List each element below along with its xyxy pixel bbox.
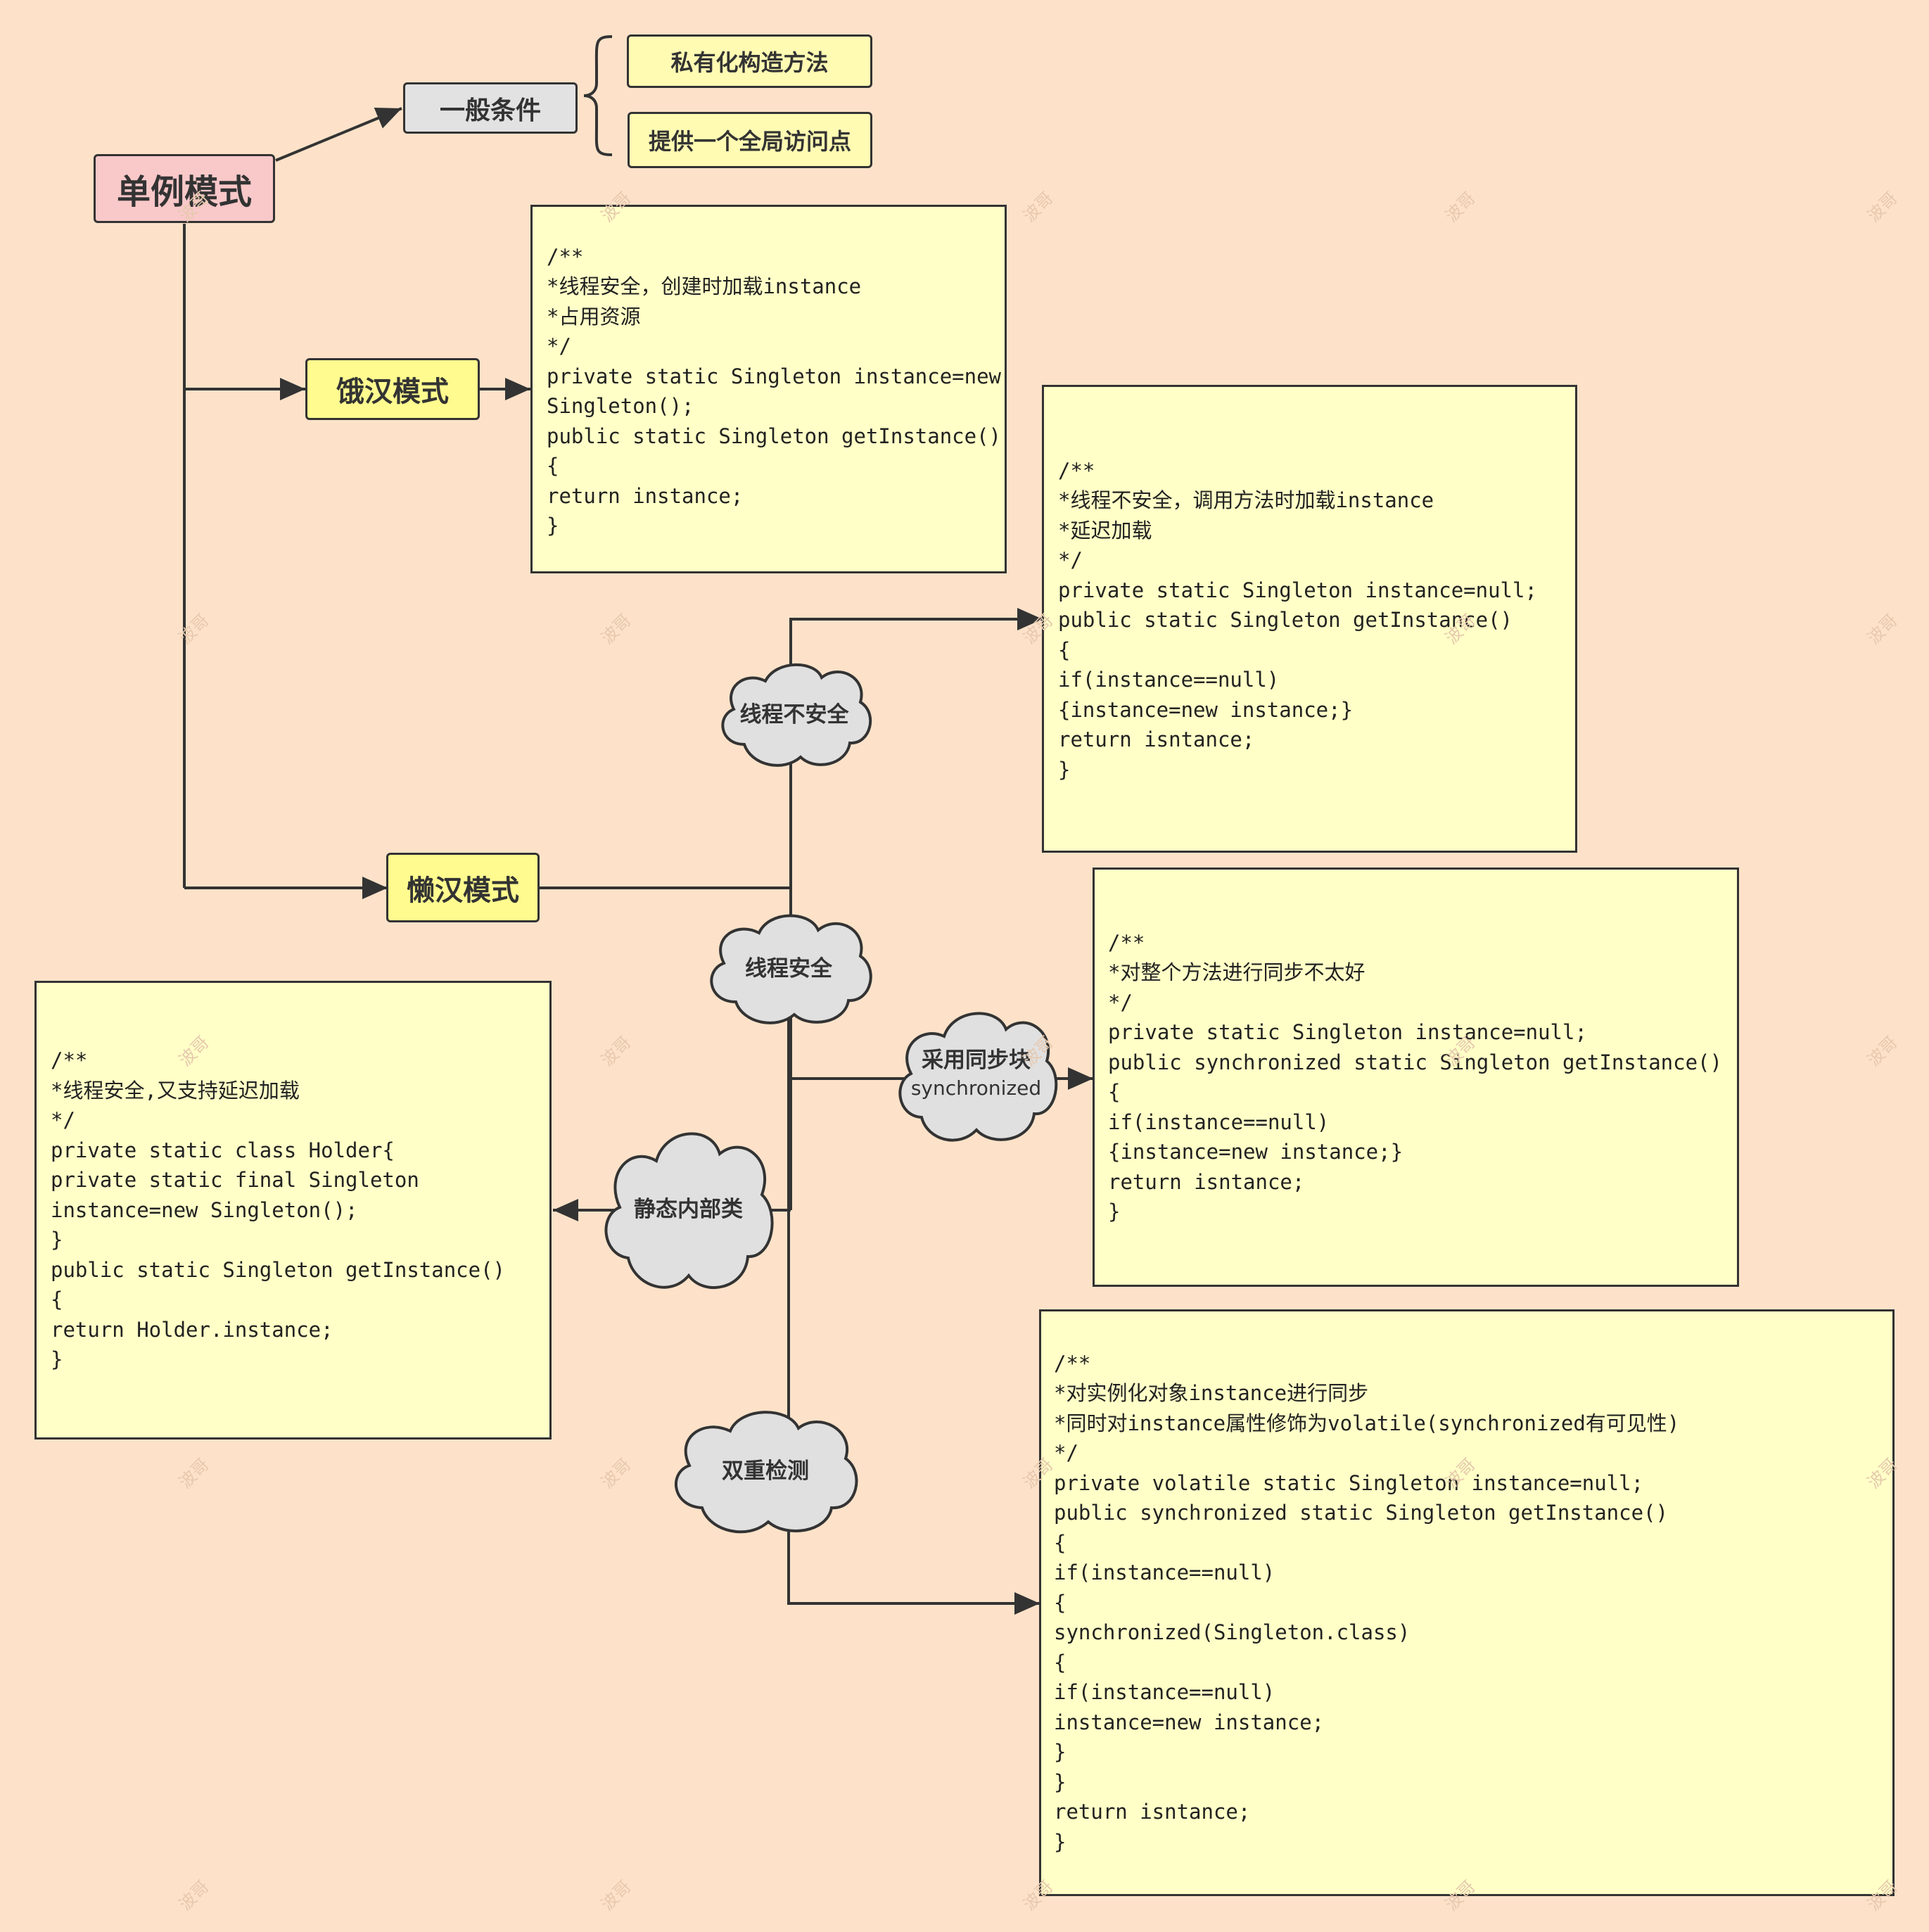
double-check-code-note: /** *对实例化对象instance进行同步 *同时对instance属性修饰… <box>1039 1309 1895 1896</box>
global-access-node[interactable]: 提供一个全局访问点 <box>628 112 872 168</box>
sync-block-sublabel: synchronized <box>910 1076 1042 1100</box>
eager-mode-node[interactable]: 饿汉模式 <box>305 358 480 420</box>
edge-double <box>787 999 1040 1615</box>
unsafe-code-note: /** *线程不安全，调用方法时加载instance *延迟加载 */ priv… <box>1042 385 1577 853</box>
static-inner-code-text: /** *线程安全,又支持延迟加载 */ private static clas… <box>51 1048 506 1372</box>
eager-code-note: /** *线程安全，创建时加载instance *占用资源 */ private… <box>530 205 1007 573</box>
double-check-code-text: /** *对实例化对象instance进行同步 *同时对instance属性修饰… <box>1054 1351 1680 1854</box>
thread-unsafe-label: 线程不安全 <box>739 702 849 727</box>
sync-block-cloud[interactable]: 采用同步块 synchronized <box>893 1005 1059 1144</box>
cloud-shape-icon <box>674 1411 858 1534</box>
sync-code-note: /** *对整个方法进行同步不太好 */ private static Sing… <box>1093 868 1739 1287</box>
static-inner-code-note: /** *线程安全,又支持延迟加载 */ private static clas… <box>34 981 552 1440</box>
thread-safe-cloud[interactable]: 线程安全 <box>704 910 873 1027</box>
edge-root-general <box>275 107 402 162</box>
eager-mode-label: 饿汉模式 <box>336 376 449 408</box>
root-node[interactable]: 单例模式 <box>94 154 275 223</box>
global-access-label: 提供一个全局访问点 <box>648 128 851 155</box>
cloud-shape-icon <box>721 663 872 767</box>
sync-block-label: 采用同步块 <box>922 1048 1031 1073</box>
double-check-label: 双重检测 <box>722 1458 809 1484</box>
static-inner-label: 静态内部类 <box>634 1197 743 1222</box>
root-label: 单例模式 <box>116 172 252 212</box>
sync-block-label-wrap: 采用同步块 synchronized <box>893 1005 1059 1144</box>
lazy-mode-node[interactable]: 懒汉模式 <box>386 853 540 922</box>
private-constructor-node[interactable]: 私有化构造方法 <box>627 34 872 88</box>
thread-unsafe-cloud[interactable]: 线程不安全 <box>716 660 872 770</box>
cloud-shape-icon <box>604 1132 774 1289</box>
general-condition-label: 一般条件 <box>439 96 541 125</box>
static-inner-cloud[interactable]: 静态内部类 <box>599 1124 778 1295</box>
private-constructor-label: 私有化构造方法 <box>670 49 829 76</box>
lazy-mode-label: 懒汉模式 <box>407 874 519 907</box>
double-check-cloud[interactable]: 双重检测 <box>668 1406 862 1536</box>
edge-unsafe <box>789 608 1043 888</box>
unsafe-code-text: /** *线程不安全，调用方法时加载instance *延迟加载 */ priv… <box>1058 458 1537 782</box>
sync-code-text: /** *对整个方法进行同步不太好 */ private static Sing… <box>1108 930 1722 1224</box>
cloud-shape-icon <box>710 914 872 1024</box>
cloud-shape-icon <box>898 1012 1058 1142</box>
general-condition-node[interactable]: 一般条件 <box>403 82 578 134</box>
thread-safe-label: 线程安全 <box>745 955 832 981</box>
brace <box>583 35 613 156</box>
eager-code-text: /** *线程安全，创建时加载instance *占用资源 */ private… <box>547 244 1002 538</box>
